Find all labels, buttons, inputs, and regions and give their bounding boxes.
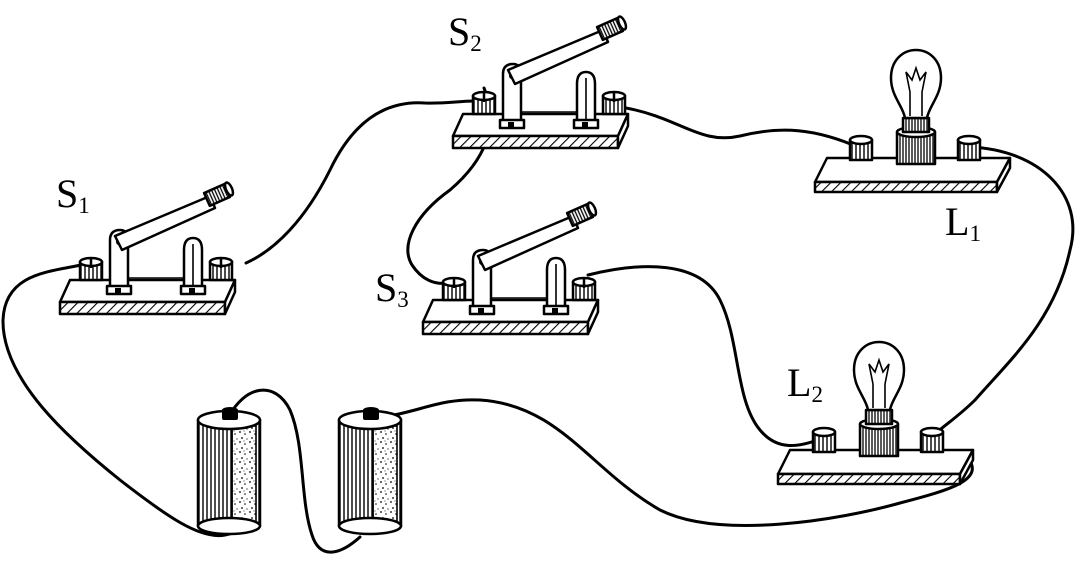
label-s3: S3 [375, 265, 409, 312]
switch-s3[interactable] [421, 200, 600, 336]
battery-left [196, 405, 262, 536]
wire-l1-to-l2 [933, 145, 1075, 436]
wire-battery-to-l2 [376, 398, 974, 527]
label-s1: S1 [56, 171, 90, 218]
lamp-l1 [813, 48, 1012, 194]
label-l2: L2 [787, 360, 823, 407]
wire-s1-to-s2 [244, 99, 492, 265]
label-l1: L1 [945, 199, 981, 246]
label-s2: S2 [448, 9, 482, 56]
wire-s2-to-l1 [624, 106, 862, 150]
battery-right [337, 405, 403, 536]
wires [1, 86, 1075, 554]
wire-between-cells [226, 388, 362, 554]
wire-s3-to-l2 [586, 265, 820, 448]
